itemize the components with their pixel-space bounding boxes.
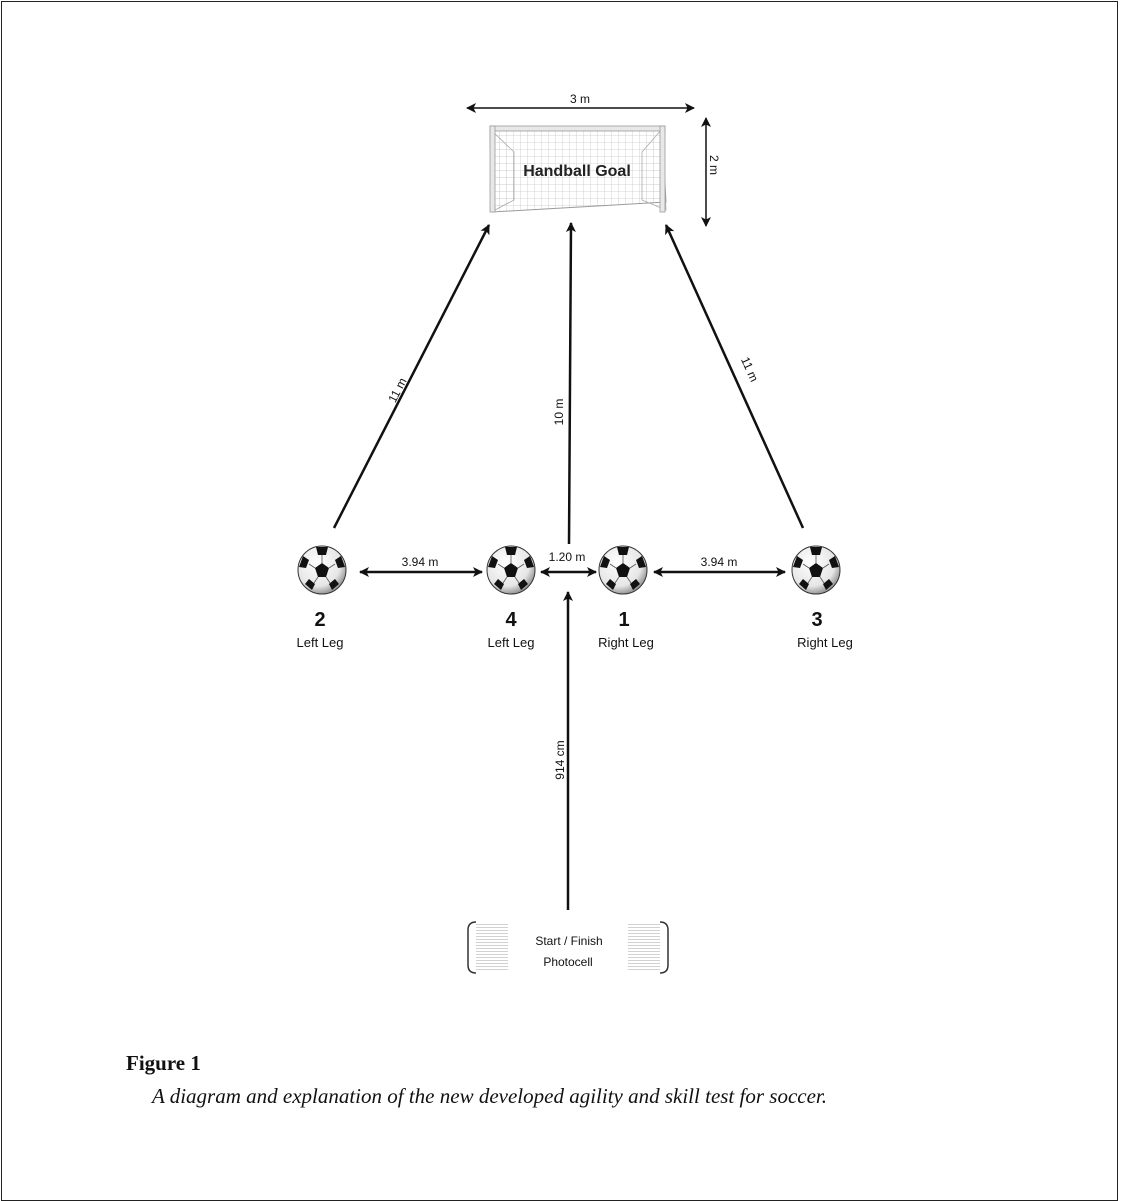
- ball-1-leg: Right Leg: [598, 635, 654, 650]
- figure-caption: A diagram and explanation of the new dev…: [152, 1084, 828, 1108]
- ball-3: 3 Right Leg: [791, 545, 853, 650]
- ball-2-number: 2: [314, 609, 325, 631]
- photocell-gate: Start / Finish Photocell: [467, 921, 669, 974]
- ball-3-number: 3: [811, 609, 822, 631]
- goal-width-label: 3 m: [570, 92, 590, 106]
- goal-height-label: 2 m: [707, 155, 721, 175]
- left-diagonal-arrow: 11 m: [332, 224, 491, 529]
- ball-4: 4 Left Leg: [486, 545, 536, 650]
- start-distance-label: 914 cm: [553, 740, 567, 779]
- goal-height-dimension: 2 m: [701, 117, 721, 227]
- figure-title: Figure 1: [126, 1051, 201, 1075]
- ball-2-leg: Left Leg: [297, 635, 344, 650]
- ball-3-leg: Right Leg: [797, 635, 853, 650]
- photocell-line2: Photocell: [543, 955, 592, 969]
- center-arrow: 10 m: [552, 222, 576, 545]
- photocell-line1: Start / Finish: [535, 934, 602, 948]
- ball-4-number: 4: [505, 609, 517, 631]
- right-diagonal-arrow: 11 m: [664, 224, 805, 529]
- right-diagonal-label: 11 m: [738, 355, 761, 384]
- ball-1-number: 1: [618, 609, 629, 631]
- ball1-to-ball3-arrow: 3.94 m: [653, 555, 786, 577]
- ball-1: 1 Right Leg: [598, 545, 654, 650]
- goal-label: Handball Goal: [523, 163, 631, 180]
- ball1-to-ball3-label: 3.94 m: [701, 555, 738, 569]
- ball2-to-ball4-label: 3.94 m: [402, 555, 439, 569]
- ball4-to-ball1-label: 1.20 m: [549, 550, 586, 564]
- agility-test-diagram: Handball Goal 3 m 2 m 11 m 10 m 11 m 3.9…: [297, 92, 853, 974]
- goal-width-dimension: 3 m: [466, 92, 695, 113]
- ball-4-leg: Left Leg: [488, 635, 535, 650]
- left-diagonal-label: 11 m: [385, 376, 409, 405]
- handball-goal: Handball Goal: [489, 125, 667, 213]
- ball4-to-ball1-arrow: 1.20 m: [540, 550, 597, 577]
- ball-2: 2 Left Leg: [297, 545, 347, 650]
- start-arrow: 914 cm: [553, 591, 573, 910]
- center-label: 10 m: [552, 399, 566, 426]
- ball2-to-ball4-arrow: 3.94 m: [359, 555, 483, 577]
